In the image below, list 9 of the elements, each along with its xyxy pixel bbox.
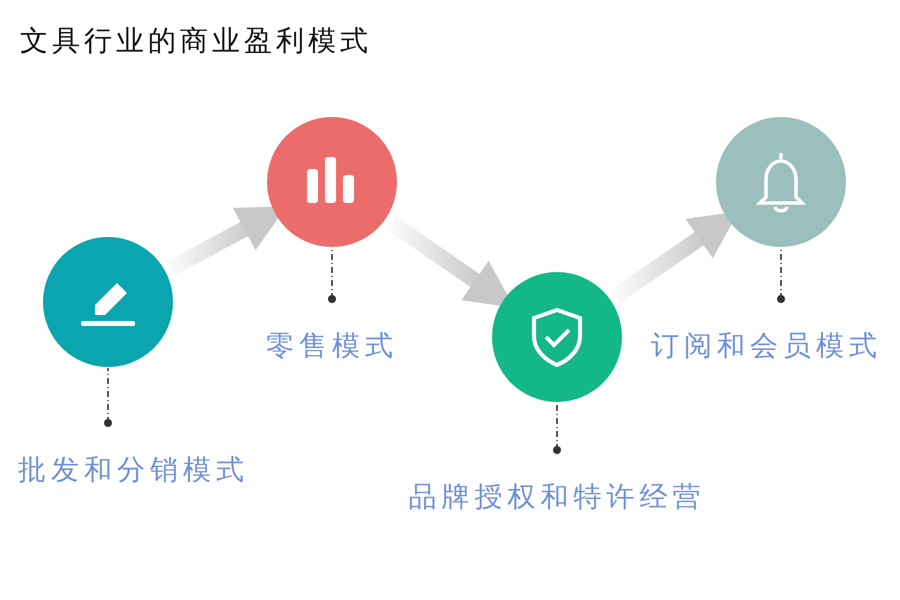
leader-line	[553, 403, 561, 454]
leader-line	[777, 248, 785, 303]
leader-line	[328, 248, 336, 303]
title: 文具行业的商业盈利模式	[20, 23, 372, 59]
label: 订阅和会员模式	[651, 295, 882, 363]
label: 品牌授权和特许经营	[408, 446, 706, 514]
label: 零售模式	[266, 295, 398, 363]
label: 批发和分销模式	[18, 419, 249, 487]
leader-line	[104, 368, 112, 427]
